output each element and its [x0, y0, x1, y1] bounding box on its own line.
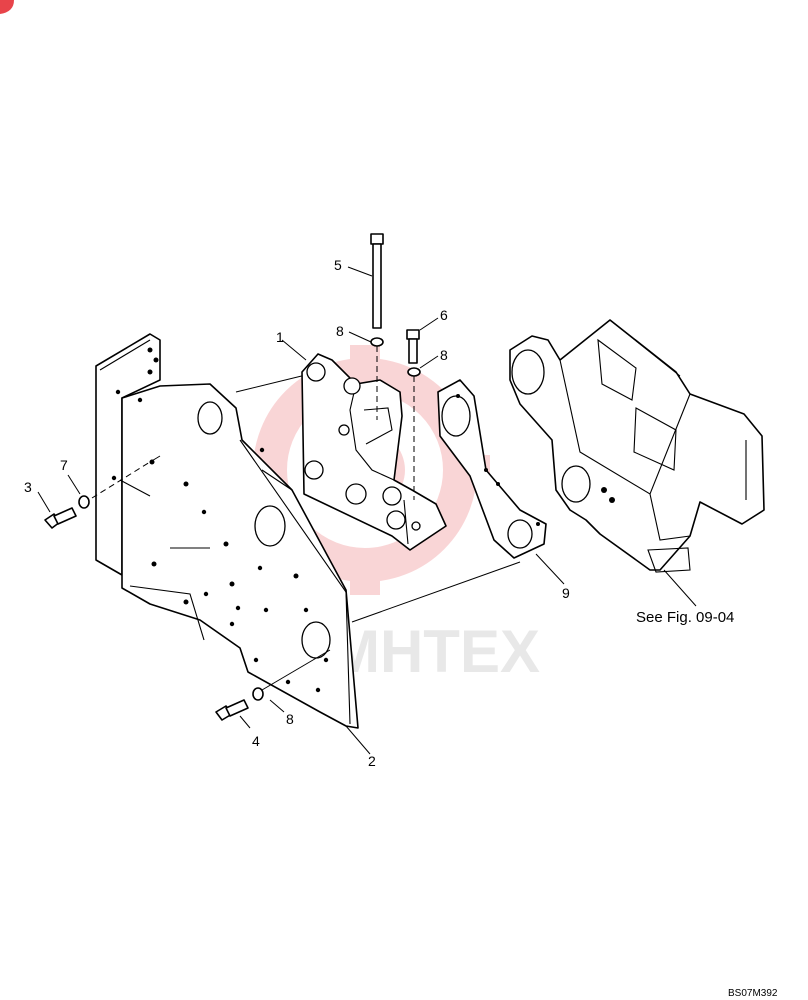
- callout-2: 2: [368, 753, 376, 769]
- part-8-washer-upper-right: [407, 367, 421, 377]
- part-8-washer-lower: [252, 687, 264, 701]
- watermark-text: MHTEX: [330, 618, 540, 685]
- leader-lines: [37, 266, 697, 755]
- part-3-bolt: [44, 507, 77, 529]
- part-6-bolt: [406, 329, 420, 364]
- callout-8-upper-right: 8: [440, 347, 448, 363]
- part-2-plate: [95, 333, 359, 729]
- callout-9: 9: [562, 585, 570, 601]
- callout-8-lower: 8: [286, 711, 294, 727]
- part-7-washer: [78, 495, 90, 509]
- drawing-code: BS07M392: [728, 988, 778, 999]
- callout-1: 1: [276, 329, 284, 345]
- callout-8-upper-left: 8: [336, 323, 344, 339]
- part-9-gasket: [437, 379, 547, 559]
- reference-note: See Fig. 09-04: [636, 609, 734, 626]
- part-1-bracket: [301, 353, 447, 551]
- callout-7: 7: [60, 457, 68, 473]
- callout-3: 3: [24, 479, 32, 495]
- part-8-washer-upper-left: [370, 337, 384, 347]
- part-4-bolt: [215, 699, 249, 721]
- callout-5: 5: [334, 257, 342, 273]
- callout-6: 6: [440, 307, 448, 323]
- part-5-long-bolt: [370, 233, 384, 329]
- corner-badge-icon: [0, 0, 14, 14]
- housing-assembly: [509, 319, 765, 573]
- callout-4: 4: [252, 733, 260, 749]
